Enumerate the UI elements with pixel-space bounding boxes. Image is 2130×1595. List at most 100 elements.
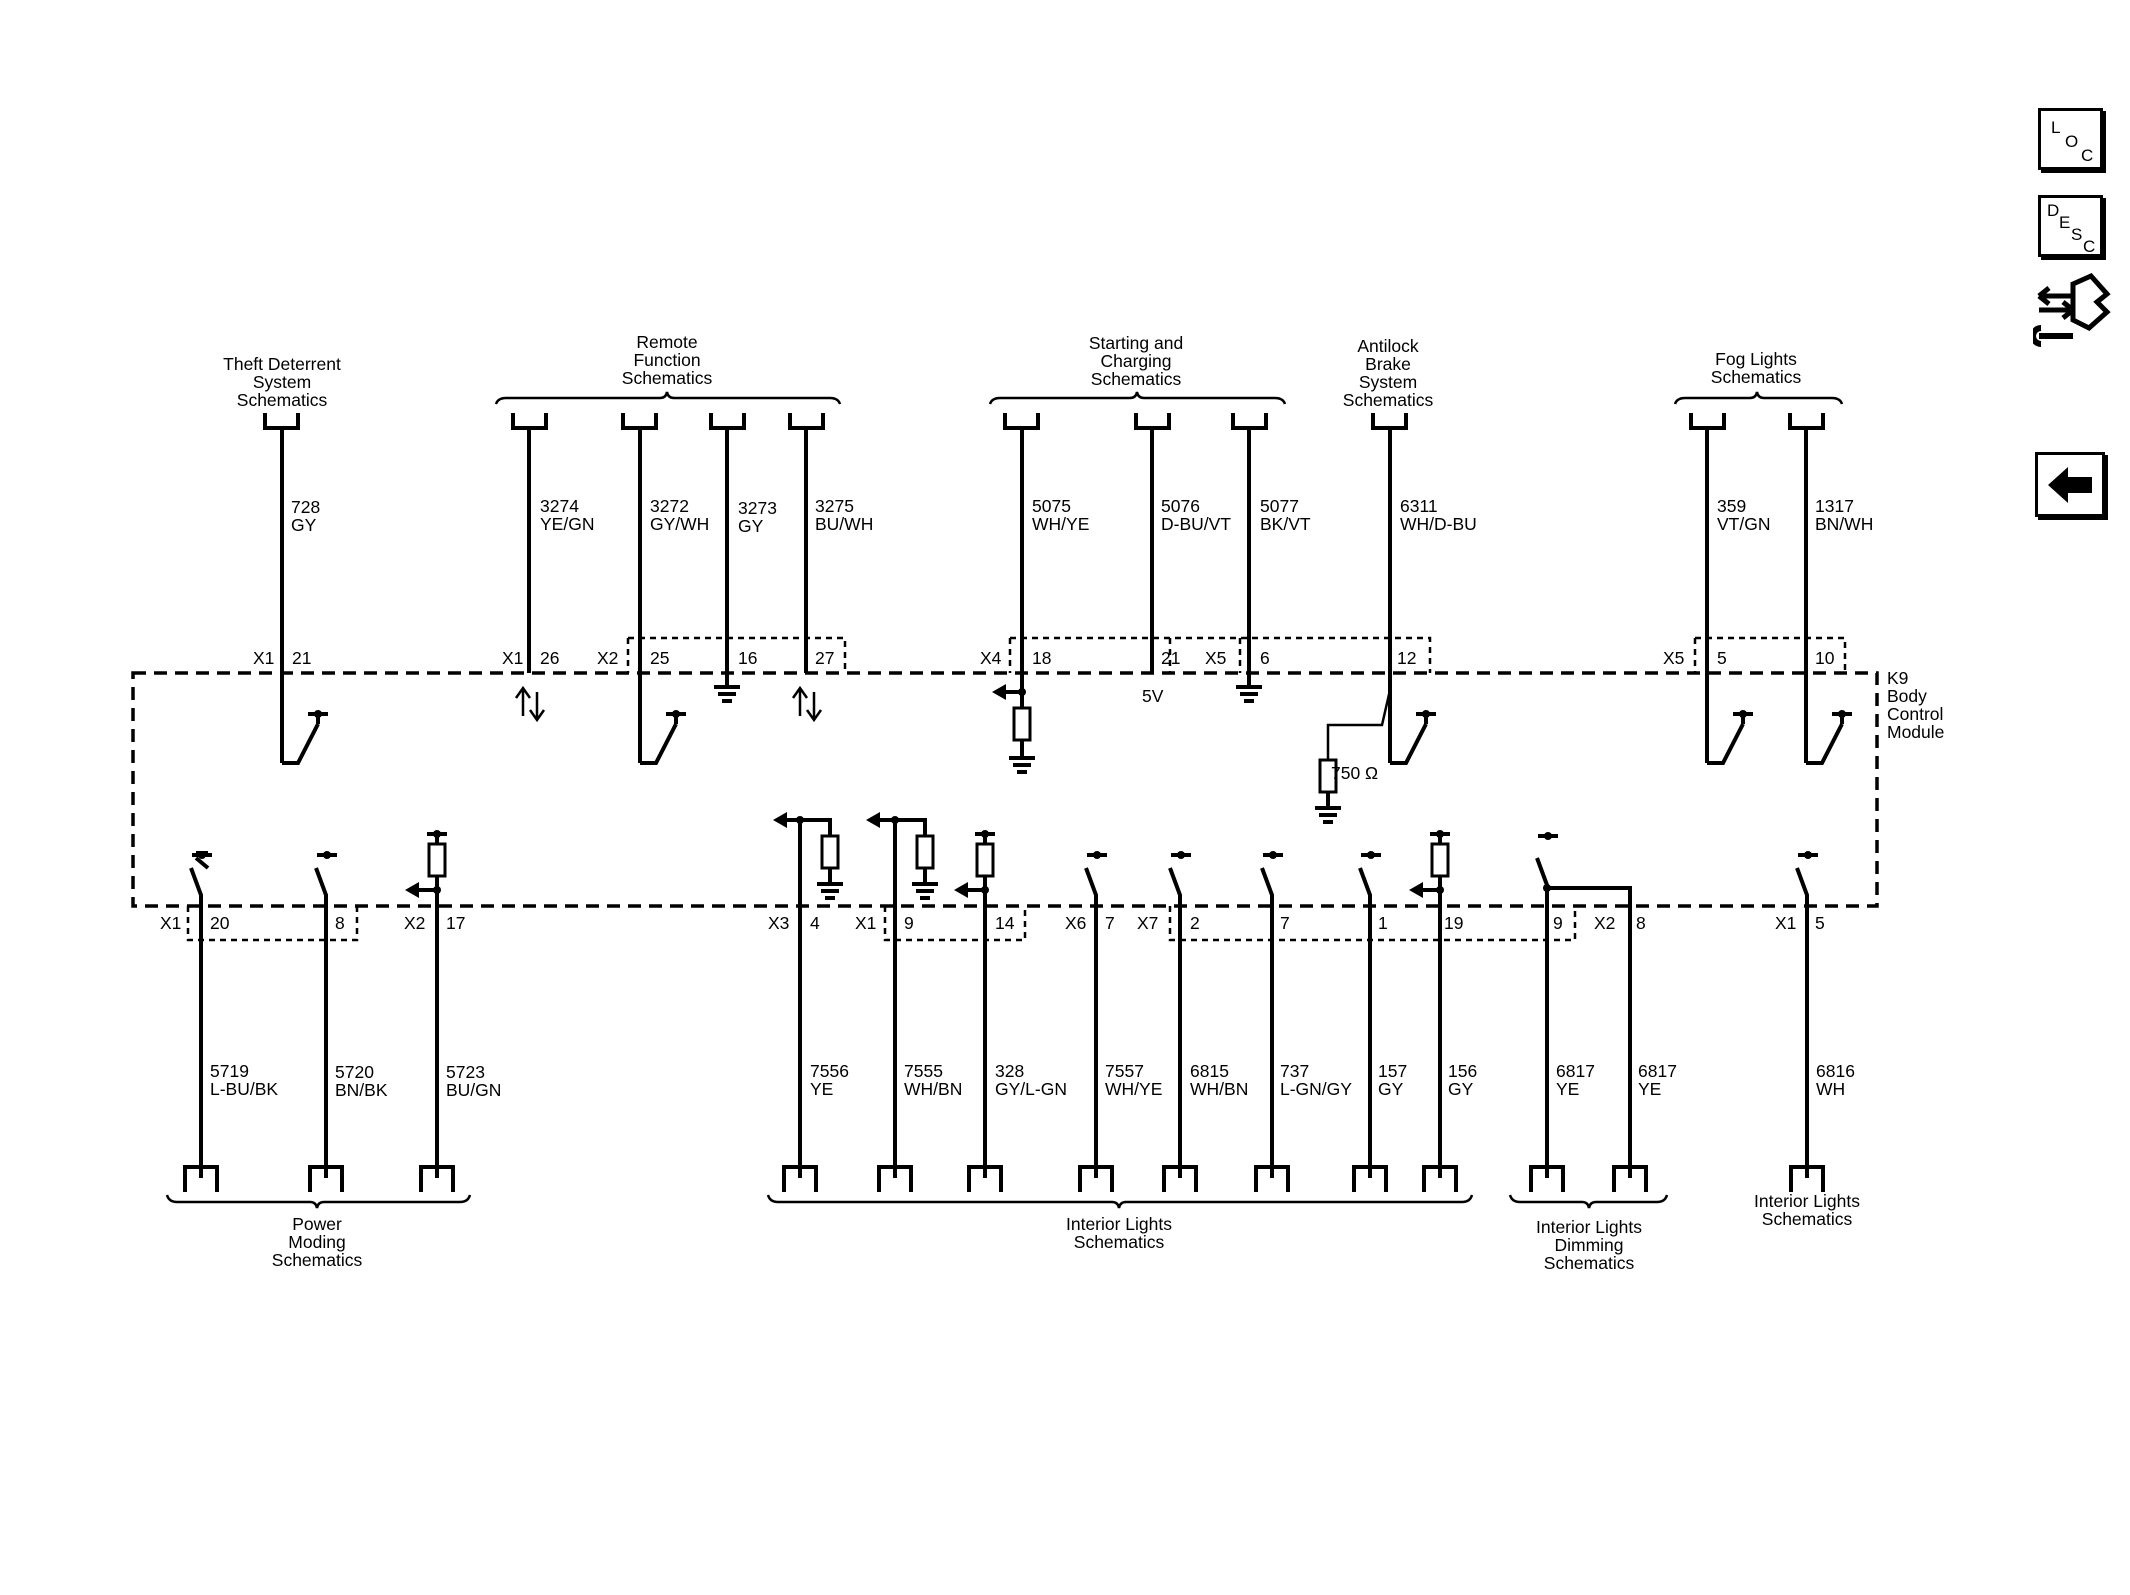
bottom-pin-9: 7 xyxy=(1280,913,1290,933)
bottom-wire-7-color: WH/YE xyxy=(1105,1079,1162,1099)
top-wire-2-color: YE/GN xyxy=(540,514,594,534)
bottom-wire-9-circuit: 737 xyxy=(1280,1061,1309,1081)
bottom-connector-8: X1 xyxy=(1775,913,1796,933)
bottom-wire-2-color: BN/BK xyxy=(335,1080,388,1100)
bottom-wire-11-color: GY xyxy=(1448,1079,1474,1099)
interior2-label-2: Schematics xyxy=(1762,1209,1853,1229)
bottom-wire-6-color: GY/L-GN xyxy=(995,1079,1067,1099)
top-wire-4-color: GY xyxy=(738,516,764,536)
module-label-line2: Body xyxy=(1887,686,1927,706)
bottom-connector-7: X2 xyxy=(1594,913,1615,933)
bottom-pin-1: 20 xyxy=(210,913,230,933)
bottom-pin-8: 2 xyxy=(1190,913,1200,933)
module-boundary xyxy=(131,636,1879,942)
top-pin-7: 21 xyxy=(1161,648,1180,668)
bottom-pin-3: 17 xyxy=(446,913,465,933)
power-label-1: Power xyxy=(292,1214,342,1234)
bottom-wire-labels: 5719 L-BU/BK 5720 BN/BK 5723 BU/GN 7556 … xyxy=(210,1061,1855,1100)
resistor-label: 750 Ω xyxy=(1331,763,1378,783)
power-label-2: Moding xyxy=(288,1232,345,1252)
bottom-wire-1-circuit: 5719 xyxy=(210,1061,249,1081)
back-button[interactable] xyxy=(2035,452,2105,517)
fog-label-1: Fog Lights xyxy=(1715,349,1797,369)
remote-label-1: Remote xyxy=(636,332,697,352)
top-wire-6-circuit: 5075 xyxy=(1032,496,1071,516)
theft-label-1: Theft Deterrent xyxy=(223,354,341,374)
connector-service-button[interactable] xyxy=(2030,272,2113,352)
top-wire-5-color: BU/WH xyxy=(815,514,873,534)
connector-wrench-icon xyxy=(2030,272,2111,347)
desc-button[interactable]: D E S C xyxy=(2038,195,2103,257)
bottom-wire-2-circuit: 5720 xyxy=(335,1062,374,1082)
top-wire-11-circuit: 1317 xyxy=(1815,496,1854,516)
interior-label-2: Schematics xyxy=(1074,1232,1165,1252)
fog-label-2: Schematics xyxy=(1711,367,1802,387)
loc-button[interactable]: L O C xyxy=(2038,108,2103,170)
bottom-wire-4-color: YE xyxy=(810,1079,833,1099)
bottom-wire-3-color: BU/GN xyxy=(446,1080,501,1100)
top-wire-3-color: GY/WH xyxy=(650,514,709,534)
starting-label-2: Charging xyxy=(1100,351,1171,371)
top-wire-1-circuit: 728 xyxy=(291,497,320,517)
top-pin-10: 5 xyxy=(1717,648,1727,668)
top-pin-4: 16 xyxy=(738,648,757,668)
top-wire-7-color: D-BU/VT xyxy=(1161,514,1231,534)
top-connector-2: X1 xyxy=(502,648,523,668)
starting-label-1: Starting and xyxy=(1089,333,1183,353)
bottom-group-labels: Power Moding Schematics Interior Lights … xyxy=(272,1191,1860,1273)
bottom-pin-labels: X1 20 8 X2 17 X3 4 X1 9 14 X6 7 X7 2 7 1… xyxy=(160,913,1825,933)
dimming-label-2: Dimming xyxy=(1554,1235,1623,1255)
top-pin-11: 10 xyxy=(1815,648,1835,668)
loc-letter-l: L xyxy=(2051,118,2061,137)
bottom-pin-5: 9 xyxy=(904,913,914,933)
module-label-line3: Control xyxy=(1887,704,1943,724)
top-wires xyxy=(263,413,1825,763)
bottom-braces xyxy=(165,1194,1669,1209)
top-wire-8-circuit: 5077 xyxy=(1260,496,1299,516)
starting-label-3: Schematics xyxy=(1091,369,1182,389)
top-pin-2: 26 xyxy=(540,648,559,668)
module-label-line4: Module xyxy=(1887,722,1944,742)
bottom-pin-14: 5 xyxy=(1815,913,1825,933)
top-wire-8-color: BK/VT xyxy=(1260,514,1311,534)
bottom-wire-7-circuit: 7557 xyxy=(1105,1061,1144,1081)
top-connector-3: X2 xyxy=(597,648,618,668)
bottom-pin-4: 4 xyxy=(810,913,820,933)
top-wire-10-circuit: 359 xyxy=(1717,496,1746,516)
abs-label-1: Antilock xyxy=(1357,336,1419,356)
theft-label-3: Schematics xyxy=(237,390,328,410)
loc-letter-o: O xyxy=(2065,132,2079,151)
top-wire-9-circuit: 6311 xyxy=(1400,496,1438,516)
bottom-wire-3-circuit: 5723 xyxy=(446,1062,485,1082)
abs-label-4: Schematics xyxy=(1343,390,1434,410)
top-pin-8: 6 xyxy=(1260,648,1270,668)
top-pin-5: 27 xyxy=(815,648,834,668)
bottom-wire-12-circuit: 6817 xyxy=(1556,1061,1595,1081)
bottom-wires xyxy=(183,906,1825,1192)
bottom-wire-14-circuit: 6816 xyxy=(1816,1061,1855,1081)
remote-label-2: Function xyxy=(633,350,700,370)
bottom-wire-14-color: WH xyxy=(1816,1079,1845,1099)
top-connector-6: X5 xyxy=(1663,648,1684,668)
bottom-wire-9-color: L-GN/GY xyxy=(1280,1079,1352,1099)
top-group-labels: Theft Deterrent System Schematics Remote… xyxy=(223,332,1801,410)
module-label-line1: K9 xyxy=(1887,668,1908,688)
top-wire-11-color: BN/WH xyxy=(1815,514,1873,534)
bottom-wire-11-circuit: 156 xyxy=(1448,1061,1477,1081)
theft-label-2: System xyxy=(253,372,311,392)
bottom-wire-6-circuit: 328 xyxy=(995,1061,1024,1081)
abs-label-2: Brake xyxy=(1365,354,1411,374)
top-pin-6: 18 xyxy=(1032,648,1051,668)
bottom-pin-7: 7 xyxy=(1105,913,1115,933)
upper-internal-components xyxy=(282,684,1852,824)
top-wire-labels: 728 GY 3274 YE/GN 3272 GY/WH 3273 GY 327… xyxy=(291,496,1873,536)
bottom-connector-4: X1 xyxy=(855,913,876,933)
five-volt-label: 5V xyxy=(1142,686,1164,706)
bottom-wire-1-color: L-BU/BK xyxy=(210,1079,278,1099)
bottom-pin-12: 9 xyxy=(1553,913,1563,933)
top-wire-5-circuit: 3275 xyxy=(815,496,854,516)
interior2-label-1: Interior Lights xyxy=(1754,1191,1860,1211)
bottom-wire-10-circuit: 157 xyxy=(1378,1061,1407,1081)
arrow-left-icon xyxy=(2048,467,2092,503)
bottom-pin-2: 8 xyxy=(335,913,345,933)
